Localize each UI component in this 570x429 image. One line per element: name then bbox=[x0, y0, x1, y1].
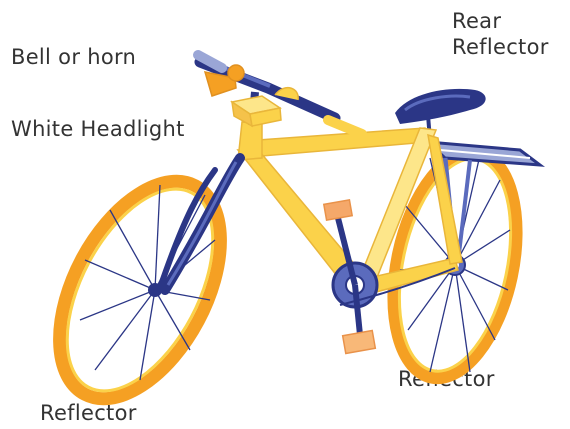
white-headlight bbox=[232, 96, 281, 126]
upper-pedal bbox=[324, 200, 352, 220]
lower-pedal bbox=[343, 331, 376, 354]
handlebar bbox=[198, 55, 362, 134]
saddle bbox=[395, 89, 486, 124]
